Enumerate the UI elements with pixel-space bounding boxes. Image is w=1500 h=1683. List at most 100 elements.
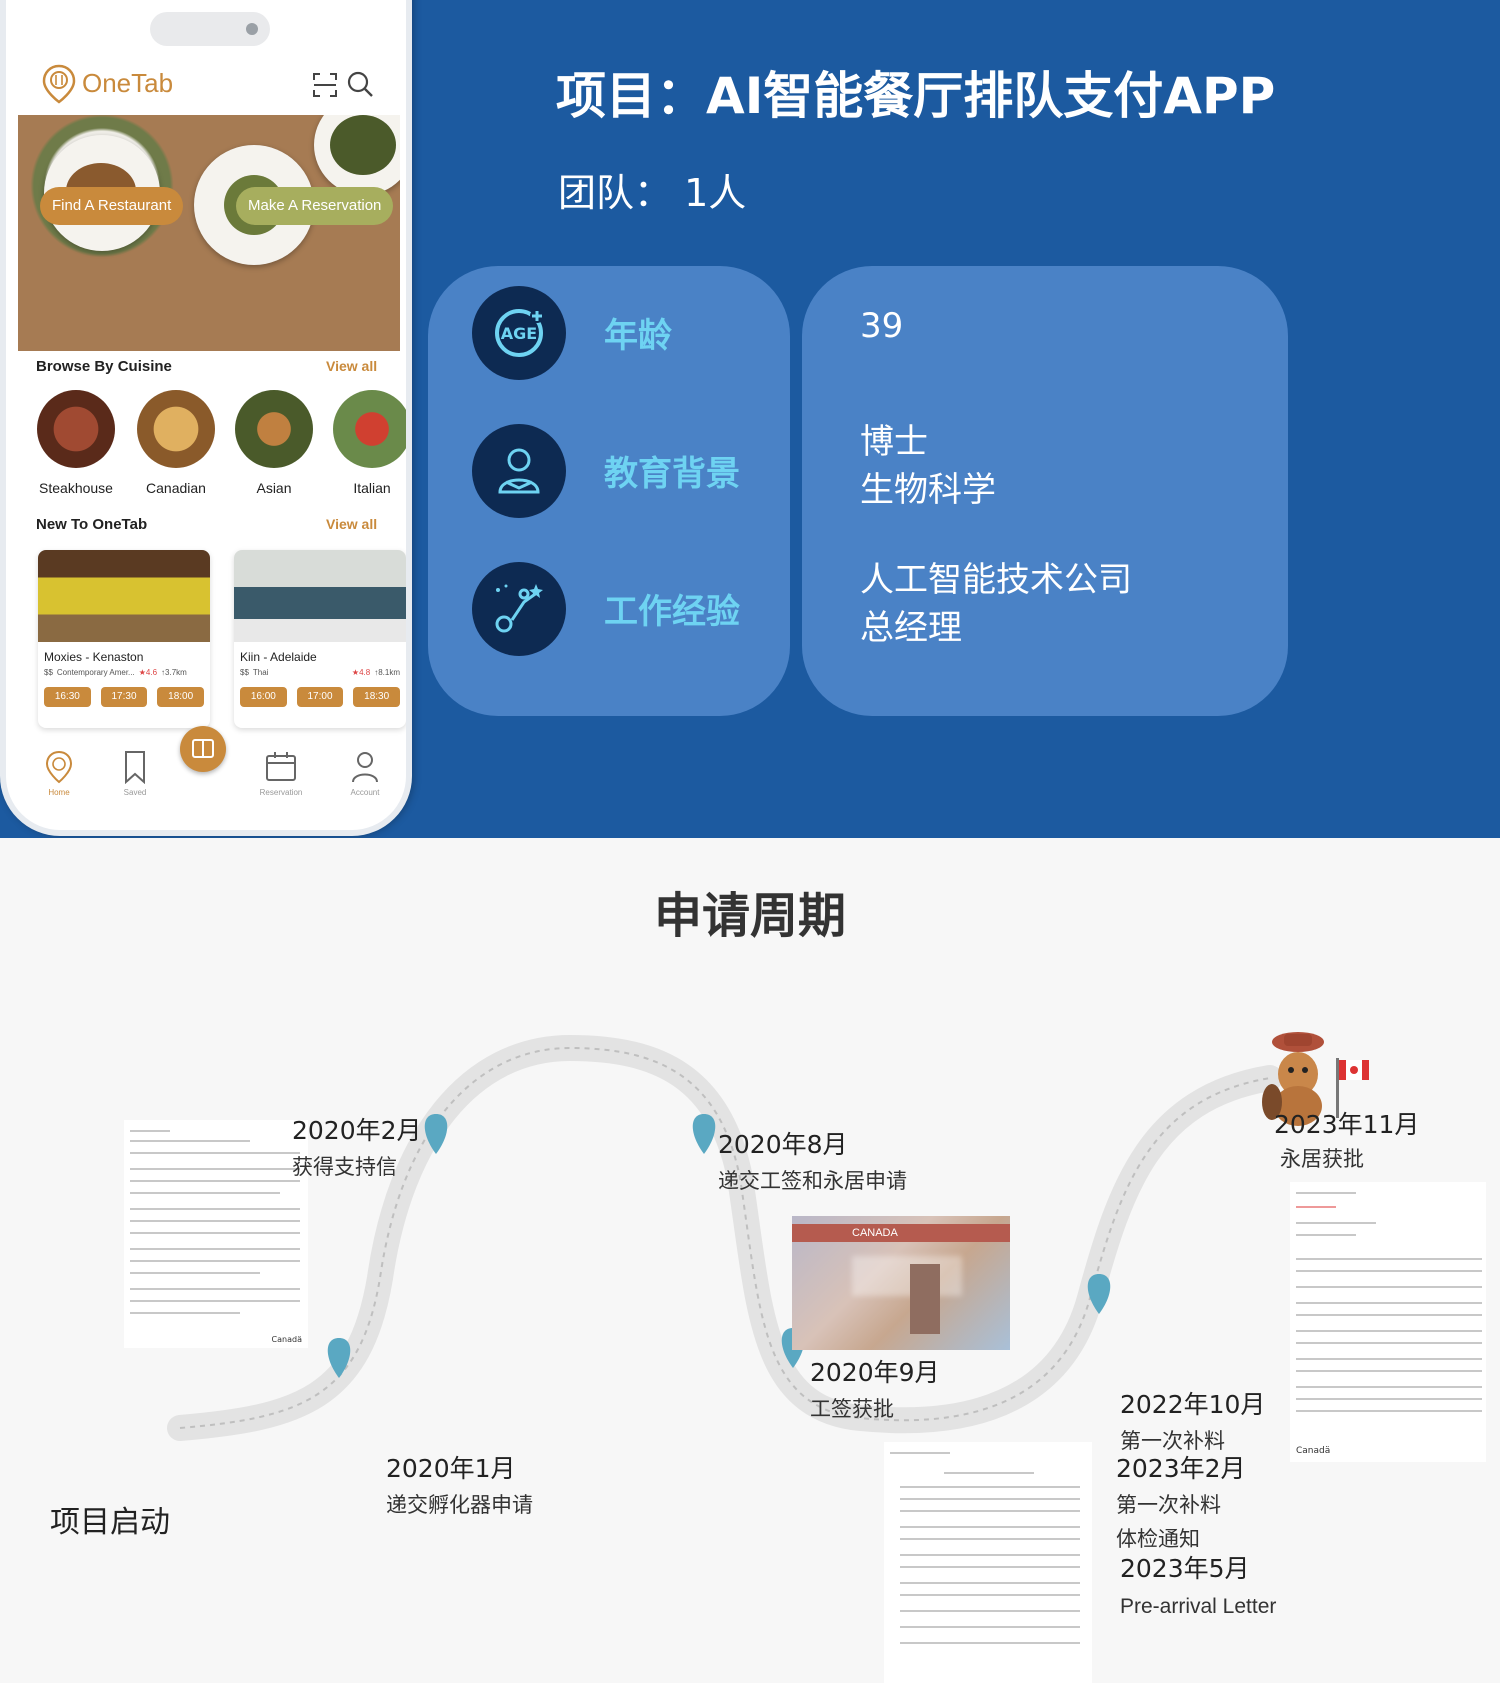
milestone-date: 2020年2月	[292, 1116, 422, 1145]
restaurant-meta: $$ Thai ★4.8 ↑8.1km	[234, 664, 406, 677]
bottom-nav: Home Saved Reservation	[6, 750, 406, 830]
restaurant-rating: ★4.8	[351, 668, 371, 677]
restaurant-distance: ↑3.7km	[161, 668, 187, 677]
milestone-date: 2020年9月	[810, 1358, 940, 1387]
restaurant-rating: ★4.6	[138, 668, 158, 677]
restaurant-image	[234, 550, 406, 642]
onetab-logo-icon	[42, 64, 76, 104]
bookmark-icon	[125, 751, 145, 784]
education-icon-circle	[472, 424, 566, 518]
milestone-desc: 递交工签和永居申请	[718, 1169, 907, 1193]
pin-2020-02	[424, 1114, 448, 1154]
cuisine-image	[37, 390, 115, 468]
attribute-value-card: 39 博士 生物科学 人工智能技术公司 总经理	[802, 266, 1288, 716]
food-dish	[330, 115, 396, 175]
calendar-icon	[266, 752, 296, 781]
pr-approval-document: Canadä	[1290, 1182, 1486, 1462]
new-view-all-link[interactable]: View all	[326, 516, 378, 532]
home-pin-icon	[45, 750, 73, 784]
time-slot-button[interactable]: 17:00	[296, 687, 344, 707]
group-line: 体检通知	[1116, 1527, 1200, 1551]
milestone-date: 2023年11月	[1274, 1110, 1420, 1139]
milestone-desc: 获得支持信	[292, 1155, 397, 1179]
cuisine-label: Asian	[256, 480, 292, 496]
nav-reservation[interactable]: Reservation	[246, 750, 316, 797]
restaurant-card[interactable]: Moxies - Kenaston $$ Contemporary Amer..…	[38, 550, 210, 728]
person-icon	[352, 752, 378, 783]
education-degree: 博士	[860, 422, 928, 462]
canada-wordmark: Canadä	[271, 1335, 302, 1344]
milestone-desc: 递交孵化器申请	[386, 1493, 533, 1517]
career-role: 总经理	[860, 608, 962, 648]
cuisine-label: Italian	[353, 480, 391, 496]
time-slot-button[interactable]: 18:00	[157, 687, 205, 707]
nav-label: Home	[48, 788, 70, 797]
pin-2022-10	[1087, 1274, 1111, 1314]
restaurant-price: $$	[44, 668, 53, 677]
project-start-label: 项目启动	[50, 1505, 170, 1540]
group-line: 第一次补料	[1116, 1493, 1221, 1517]
app-header: OneTab	[36, 60, 386, 110]
nav-saved[interactable]: Saved	[100, 750, 170, 797]
beaver-mascot-icon	[1262, 1032, 1369, 1126]
new-title: New To OneTab	[36, 516, 148, 533]
group-line: 第一次补料	[1120, 1429, 1225, 1453]
nav-home[interactable]: Home	[24, 750, 94, 797]
nav-label: Account	[350, 788, 380, 797]
restaurant-card[interactable]: Kiin - Adelaide $$ Thai ★4.8 ↑8.1km 16:0…	[234, 550, 406, 728]
cuisine-item[interactable]: Canadian	[136, 390, 216, 496]
team-size: 团队： 1人	[558, 171, 747, 215]
camera-icon	[246, 23, 258, 35]
book-icon	[192, 739, 214, 758]
time-slot-button[interactable]: 16:00	[240, 687, 287, 707]
restaurant-image	[38, 550, 210, 642]
career-icon-circle	[472, 562, 566, 656]
pin-2020-01	[327, 1338, 351, 1378]
time-slot-button[interactable]: 17:30	[100, 687, 148, 707]
cuisine-item[interactable]: Asian	[234, 390, 314, 496]
restaurant-cuisine: Thai	[252, 668, 269, 677]
restaurant-price: $$	[240, 668, 249, 677]
group-line: 2023年5月	[1120, 1554, 1250, 1583]
find-restaurant-button[interactable]: Find A Restaurant	[40, 187, 184, 225]
browse-view-all-link[interactable]: View all	[326, 358, 378, 374]
cuisine-item[interactable]: Steakhouse	[36, 390, 116, 496]
search-icon[interactable]	[346, 70, 374, 98]
dynamic-island	[150, 12, 270, 46]
career-company: 人工智能技术公司	[860, 560, 1132, 600]
medical-exam-document	[884, 1442, 1092, 1683]
milestone-date: 2020年1月	[386, 1454, 516, 1483]
milestone-desc: 永居获批	[1280, 1147, 1364, 1171]
cuisine-item[interactable]: Italian	[332, 390, 406, 496]
timeline-path	[167, 1034, 1283, 1441]
project-panel: OneTab Find A Restaurant Make A Reservat…	[0, 0, 1500, 838]
restaurant-name: Kiin - Adelaide	[240, 650, 317, 664]
pin-2020-08	[692, 1114, 716, 1154]
time-slot-button[interactable]: 18:30	[353, 687, 401, 707]
attribute-label-education: 教育背景	[604, 454, 740, 494]
make-reservation-button[interactable]: Make A Reservation	[236, 187, 394, 225]
attribute-label-age: 年龄	[604, 316, 672, 356]
milestone-date: 2020年8月	[718, 1130, 848, 1159]
restaurant-distance: ↑8.1km	[374, 668, 400, 677]
age-value: 39	[860, 306, 904, 346]
app-brand: OneTab	[82, 68, 174, 98]
career-icon	[495, 584, 543, 633]
work-permit-visa-image: CANADA	[792, 1216, 1010, 1350]
cuisine-image	[333, 390, 406, 468]
nav-label: Saved	[123, 788, 147, 797]
cuisine-label: Canadian	[146, 480, 206, 496]
time-slot-button[interactable]: 16:30	[44, 687, 91, 707]
menu-book-button[interactable]	[180, 726, 226, 772]
restaurant-meta: $$ Contemporary Amer... ★4.6 ↑3.7km	[38, 664, 210, 677]
attribute-label-card: AGE 年龄 教育背景 工作经验	[428, 266, 790, 716]
cuisine-label: Steakhouse	[39, 480, 113, 496]
age-icon: AGE	[495, 309, 544, 357]
restaurant-name: Moxies - Kenaston	[44, 650, 144, 664]
nav-label: Reservation	[259, 788, 303, 797]
nav-account[interactable]: Account	[330, 750, 400, 797]
milestone-desc: 工签获批	[810, 1397, 894, 1421]
scan-icon[interactable]	[312, 72, 338, 98]
hero-banner: Find A Restaurant Make A Reservation	[18, 115, 400, 351]
cuisine-image	[235, 390, 313, 468]
